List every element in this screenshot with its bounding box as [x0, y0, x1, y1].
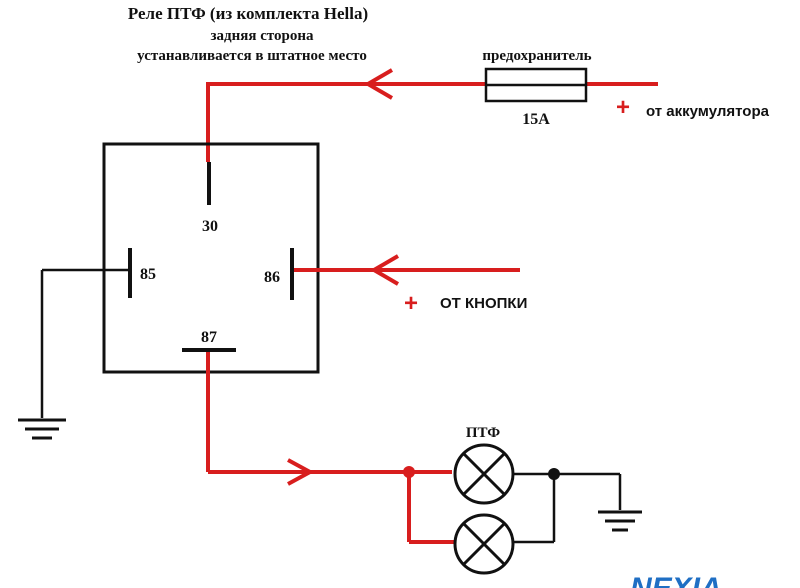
- nexia-logo: NEXIA: [630, 572, 722, 588]
- pin-86-label: 86: [264, 269, 280, 286]
- title-line-2: задняя сторона: [210, 28, 314, 44]
- ground-symbol-right: [598, 510, 642, 532]
- pin-30-label: 30: [202, 218, 218, 235]
- battery-label: от аккумулятора: [646, 103, 770, 120]
- pin-87-label: 87: [201, 329, 217, 346]
- relay-body: [102, 142, 320, 374]
- battery-wire-arrow: [364, 68, 394, 100]
- button-wire-arrow: [370, 254, 400, 286]
- lamp-feed-junction: [403, 466, 415, 478]
- lamps-label: ПТФ: [466, 425, 500, 441]
- button-plus-sign: +: [404, 290, 418, 317]
- fuse-rating: 15A: [522, 111, 550, 128]
- pin-85-label: 85: [140, 266, 156, 283]
- fuse: [484, 67, 588, 103]
- pin-85-ground-wire: [40, 268, 130, 418]
- fog-lamp-top: [453, 443, 515, 505]
- battery-wire: [206, 82, 658, 162]
- lamp-ground-wire: [513, 472, 622, 544]
- title-line-3: устанавливается в штатное место: [137, 48, 367, 64]
- lamp-feed-wire: [206, 352, 455, 544]
- title-line-1: Реле ПТФ (из комплекта Hella): [128, 4, 368, 23]
- fuse-label: предохранитель: [482, 48, 591, 64]
- button-label: ОТ КНОПКИ: [440, 295, 527, 312]
- ground-symbol-left: [18, 418, 66, 440]
- battery-plus-sign: +: [616, 94, 630, 121]
- lamp-feed-arrow: [287, 458, 315, 486]
- lamp-ground-junction: [548, 468, 560, 480]
- fog-lamp-bottom: [453, 513, 515, 575]
